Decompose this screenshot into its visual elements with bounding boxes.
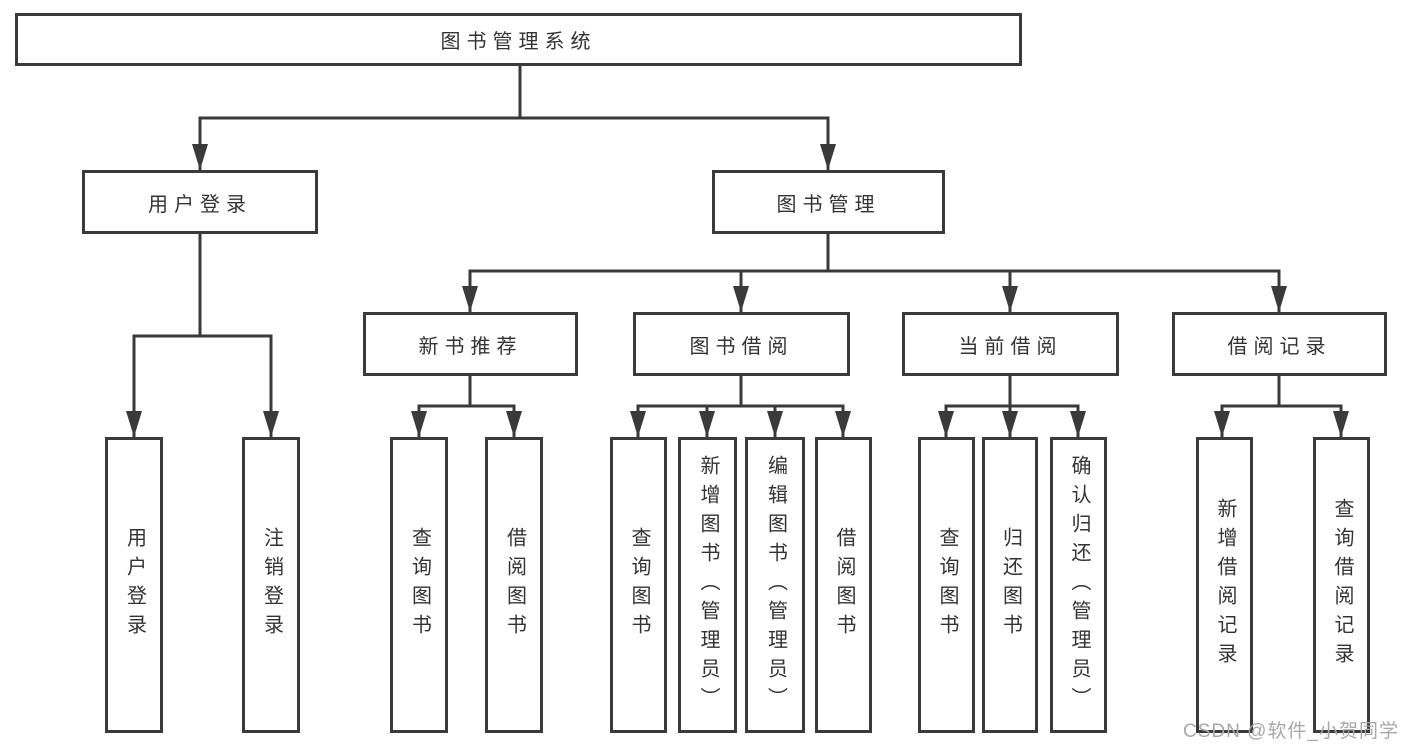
leaf-current-confirm-admin-label: 确认归还（管理员）: [1068, 454, 1090, 716]
node-book-management-branch: 图书管理: [712, 170, 945, 234]
node-book-borrow-section-label: 图书借阅: [689, 335, 794, 358]
node-user-login-branch-label: 用户登录: [148, 193, 252, 216]
connector-root-to-user-login: [192, 66, 522, 170]
leaf-user-login: 用户登录: [105, 437, 163, 733]
connector-login-to-logout-leaf: [198, 234, 279, 437]
connector-current-to-confirm: [1008, 375, 1086, 437]
leaf-current-search: 查询图书: [918, 437, 975, 733]
connector-records-to-search: [1277, 375, 1349, 437]
node-root-system: 图书管理系统: [15, 13, 1022, 66]
node-book-borrow-section: 图书借阅: [633, 312, 850, 376]
node-new-book-recommend: 新书推荐: [363, 312, 578, 376]
leaf-user-login-label: 用户登录: [123, 527, 146, 643]
connector-mgmt-to-book-borrow: [733, 234, 830, 312]
connector-newbook-to-borrow: [468, 375, 522, 437]
csdn-watermark: CSDN @软件_小贺同学: [1183, 721, 1399, 742]
node-current-borrow-section: 当前借阅: [902, 312, 1119, 376]
leaf-borrowsec-borrow-label: 借阅图书: [833, 527, 855, 643]
connector-borrowsec-to-add: [699, 375, 743, 437]
leaf-newbook-borrow: 借阅图书: [485, 437, 543, 733]
connector-root-to-book-management: [518, 66, 836, 170]
leaf-records-search: 查询借阅记录: [1313, 437, 1370, 733]
leaf-current-search-label: 查询图书: [936, 527, 958, 643]
leaf-records-add: 新增借阅记录: [1196, 437, 1253, 733]
leaf-borrowsec-search-label: 查询图书: [628, 527, 650, 643]
leaf-borrowsec-add-admin: 新增图书（管理员）: [678, 437, 737, 733]
leaf-current-return-label: 归还图书: [999, 527, 1022, 643]
connector-login-to-user-login-leaf: [126, 234, 202, 437]
node-user-login-branch: 用户登录: [82, 170, 318, 234]
connector-newbook-to-search: [411, 375, 472, 437]
leaf-borrowsec-edit-admin: 编辑图书（管理员）: [745, 437, 805, 733]
leaf-records-search-label: 查询借阅记录: [1331, 498, 1353, 672]
leaf-records-add-label: 新增借阅记录: [1214, 498, 1236, 672]
node-borrow-records-section: 借阅记录: [1172, 312, 1387, 376]
node-current-borrow-section-label: 当前借阅: [958, 335, 1063, 358]
connector-mgmt-to-borrow-records: [826, 234, 1287, 312]
connector-mgmt-to-new-book: [462, 234, 830, 312]
leaf-borrowsec-add-admin-label: 新增图书（管理员）: [697, 454, 719, 716]
leaf-current-return: 归还图书: [982, 437, 1038, 733]
leaf-borrowsec-search: 查询图书: [610, 437, 667, 733]
node-borrow-records-section-label: 借阅记录: [1227, 335, 1332, 358]
connector-mgmt-to-current-borrow: [826, 234, 1018, 312]
leaf-logout: 注销登录: [242, 437, 300, 733]
leaf-newbook-search-label: 查询图书: [408, 527, 431, 643]
leaf-newbook-borrow-label: 借阅图书: [503, 527, 526, 643]
connector-borrowsec-to-borrow: [739, 375, 851, 437]
node-root-label: 图书管理系统: [440, 31, 597, 53]
connector-records-to-add: [1214, 375, 1281, 437]
leaf-logout-label: 注销登录: [260, 527, 283, 643]
leaf-borrowsec-edit-admin-label: 编辑图书（管理员）: [764, 454, 787, 716]
connector-current-to-search: [938, 375, 1012, 437]
leaf-current-confirm-admin: 确认归还（管理员）: [1050, 437, 1107, 733]
leaf-newbook-search: 查询图书: [390, 437, 448, 733]
leaf-borrowsec-borrow: 借阅图书: [815, 437, 872, 733]
node-new-book-recommend-label: 新书推荐: [418, 335, 523, 358]
node-book-management-branch-label: 图书管理: [776, 193, 881, 216]
